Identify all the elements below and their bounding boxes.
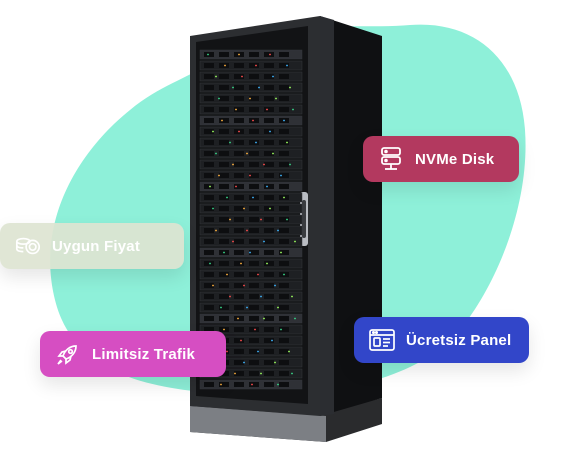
nvme-disk-badge: NVMe Disk — [363, 136, 519, 182]
limitsiz-trafik-badge: Limitsiz Trafik — [40, 331, 226, 377]
ucretsiz-panel-badge: Ücretsiz Panel — [354, 317, 529, 363]
uygun-fiyat-label: Uygun Fiyat — [52, 237, 141, 255]
ucretsiz-panel-label: Ücretsiz Panel — [406, 331, 512, 349]
nvme-disk-label: NVMe Disk — [415, 150, 495, 168]
server-stack-icon — [377, 145, 405, 173]
coins-icon — [14, 232, 42, 260]
server-rack-illustration — [190, 16, 382, 442]
uygun-fiyat-badge: Uygun Fiyat — [0, 223, 184, 269]
control-panel-icon — [368, 326, 396, 354]
rocket-icon — [54, 340, 82, 368]
limitsiz-trafik-label: Limitsiz Trafik — [92, 345, 196, 363]
